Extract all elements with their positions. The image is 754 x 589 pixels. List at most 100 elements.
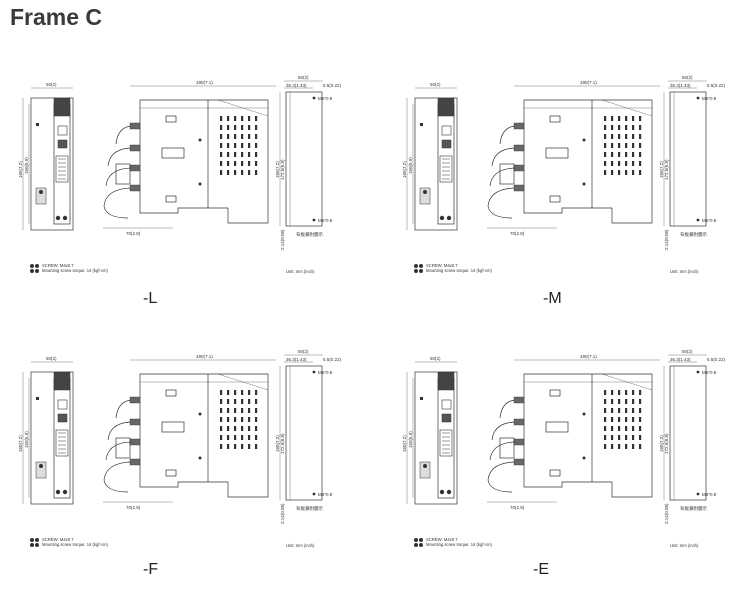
vent-slot [241, 143, 244, 148]
dim-front-height-inner: 150(5.9) [24, 157, 29, 174]
connector-cn1 [441, 125, 452, 136]
vent-slot [220, 143, 223, 148]
vent-slot [611, 116, 614, 121]
dim-rear-width: 50(2) [682, 75, 693, 80]
vent-slot [639, 134, 642, 139]
connector-cn2 [441, 413, 452, 423]
vent-slot [241, 399, 244, 404]
display-area [437, 97, 455, 117]
dim-mount-hole: M5*0.8 [318, 96, 333, 101]
dim-front-height: 160(7.2) [18, 161, 23, 178]
screw-icon [35, 538, 39, 542]
vent-slot [248, 435, 251, 440]
vent-slot [234, 116, 237, 121]
screw-icon [419, 538, 423, 542]
rear-plate [669, 365, 707, 501]
screw-icon [39, 190, 43, 194]
cable-plug [513, 184, 525, 192]
vent-slot [618, 125, 621, 130]
dimension-drawing: 50(2)160(7.2)150(5.9)180(7.1)70(2.8)50(2… [18, 75, 342, 274]
dim-rear-height-inner: 172.5(6.8) [664, 159, 669, 180]
vent-slot [248, 152, 251, 157]
vent-slot [234, 170, 237, 175]
vent-slot [604, 134, 607, 139]
rear-plate [285, 365, 323, 501]
cable [107, 147, 134, 167]
vent-slot [618, 170, 621, 175]
vent-slot [255, 134, 258, 139]
dim-rear-bottom: 2.14(0.08) [664, 503, 669, 524]
screw-icon [439, 215, 445, 221]
vent-slot [241, 417, 244, 422]
vent-slot [618, 161, 621, 166]
vent-slot [234, 399, 237, 404]
screw-icon [439, 489, 445, 495]
vent-slot [234, 417, 237, 422]
note-screw: SCREW: M4x0.7 [426, 263, 458, 268]
cable-plug [129, 164, 141, 172]
dim-rear-inner: 36.3(1.43) [670, 357, 691, 362]
vent-slot [227, 417, 230, 422]
dim-front-height-inner: 150(5.9) [408, 431, 413, 448]
vent-slot [632, 435, 635, 440]
side-body [139, 99, 269, 224]
dim-rear-inner: 36.3(1.43) [286, 357, 307, 362]
vent-slot [234, 134, 237, 139]
vent-slot [227, 125, 230, 130]
screw-icon [414, 543, 418, 547]
vent-slot [625, 435, 628, 440]
vent-slot [248, 116, 251, 121]
cable-plug [513, 122, 525, 130]
dim-rear-offset: 5.5(0.22) [707, 357, 726, 362]
vent-slot [618, 152, 621, 157]
note-screw: SCREW: M4x0.7 [42, 537, 74, 542]
vent-slot [255, 417, 258, 422]
variant-label-f: -F [143, 561, 159, 578]
note-torque: Mounting screw torque: 14 (kgf-cm) [426, 268, 492, 273]
vent-slot [241, 426, 244, 431]
vent-slot [604, 125, 607, 130]
vent-slot [241, 125, 244, 130]
screw-icon [35, 269, 39, 273]
note-unit: Unit: mm (inch) [286, 269, 315, 274]
vent-slot [220, 399, 223, 404]
side-latch [161, 147, 185, 159]
mount-hole-icon [696, 370, 700, 374]
cable [489, 167, 518, 187]
vent-slot [611, 444, 614, 449]
cable-plug [129, 144, 141, 152]
screw-icon [419, 543, 423, 547]
dim-mount-hole: M5*0.8 [318, 370, 333, 375]
dim-rear-bottom: 2.14(0.08) [280, 503, 285, 524]
vent-slot [639, 125, 642, 130]
vent-slot [639, 408, 642, 413]
cable [105, 441, 134, 461]
vent-slot [227, 408, 230, 413]
vent-slot [618, 390, 621, 395]
mount-hole-icon [696, 218, 700, 222]
vent-slot [220, 152, 223, 157]
dim-rear-height-inner: 172.5(6.8) [280, 159, 285, 180]
dim-rear-offset: 5.5(0.22) [707, 83, 726, 88]
dim-rear-offset: 5.5(0.22) [323, 357, 342, 362]
dim-rear-width: 50(2) [298, 349, 309, 354]
connector-cn2 [57, 413, 68, 423]
vent-slot [241, 408, 244, 413]
vent-slot [625, 399, 628, 404]
side-latch [545, 421, 569, 433]
vent-slot [611, 408, 614, 413]
screw-icon [30, 543, 34, 547]
vent-slot [227, 426, 230, 431]
cable-plug [129, 458, 141, 466]
vent-slot [255, 125, 258, 130]
warning-icon [420, 123, 423, 126]
screw-icon [62, 489, 68, 495]
vent-slot [241, 170, 244, 175]
mount-hole-icon [312, 96, 316, 100]
vent-slot [639, 435, 642, 440]
drawing-panel-m: 50(2)160(7.2)150(5.9)180(7.1)70(2.8)50(2… [402, 68, 732, 288]
cable [487, 461, 518, 481]
dim-rear-offset: 5.5(0.22) [323, 83, 342, 88]
vent-slot [234, 152, 237, 157]
